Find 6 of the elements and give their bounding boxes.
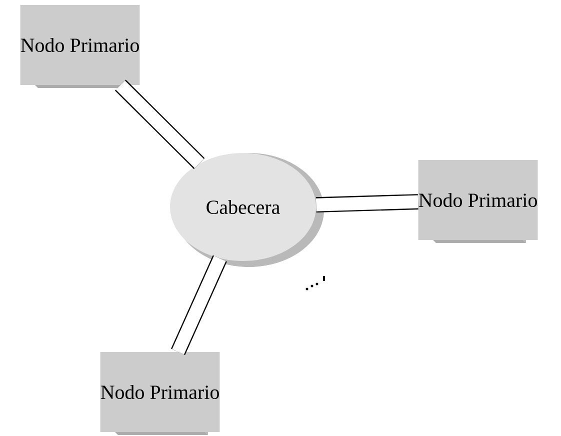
node-box: Nodo Primario bbox=[418, 160, 538, 243]
node-box: Nodo Primario bbox=[100, 352, 220, 435]
double-line bbox=[316, 194, 418, 213]
node-box: Nodo Primario bbox=[20, 5, 140, 88]
double-line bbox=[114, 80, 205, 169]
double-line bbox=[171, 255, 227, 355]
